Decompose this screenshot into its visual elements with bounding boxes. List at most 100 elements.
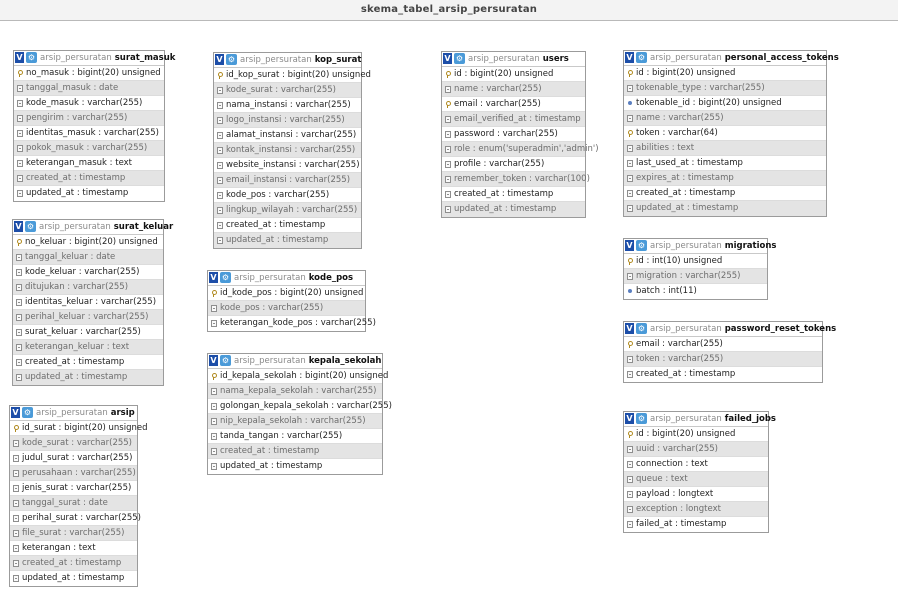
- field-row[interactable]: token : varchar(64): [624, 126, 826, 141]
- field-row[interactable]: perihal_surat : varchar(255): [10, 511, 141, 526]
- options-gear-icon[interactable]: ⚙: [220, 355, 231, 366]
- options-gear-icon[interactable]: ⚙: [636, 413, 647, 424]
- field-row[interactable]: exception : longtext: [624, 502, 768, 517]
- field-row[interactable]: name : varchar(255): [442, 82, 585, 97]
- field-row[interactable]: surat_keluar : varchar(255): [13, 325, 163, 340]
- field-row[interactable]: id_kop_surat : bigint(20) unsigned: [214, 68, 371, 83]
- toggle-icon[interactable]: V: [625, 413, 634, 424]
- field-row[interactable]: updated_at : timestamp: [208, 459, 382, 474]
- options-gear-icon[interactable]: ⚙: [26, 52, 37, 63]
- field-row[interactable]: updated_at : timestamp: [624, 201, 826, 216]
- field-row[interactable]: id : bigint(20) unsigned: [442, 67, 585, 82]
- field-row[interactable]: id : int(10) unsigned: [624, 254, 767, 269]
- toggle-icon[interactable]: V: [443, 53, 452, 64]
- toggle-icon[interactable]: V: [209, 272, 218, 283]
- field-row[interactable]: kode_pos : varchar(255): [208, 301, 365, 316]
- field-row[interactable]: perihal_keluar : varchar(255): [13, 310, 163, 325]
- field-row[interactable]: batch : int(11): [624, 284, 767, 299]
- field-row[interactable]: keterangan : text: [10, 541, 137, 556]
- toggle-icon[interactable]: V: [15, 52, 24, 63]
- options-gear-icon[interactable]: ⚙: [220, 272, 231, 283]
- field-row[interactable]: created_at : timestamp: [10, 556, 137, 571]
- toggle-icon[interactable]: V: [215, 54, 224, 65]
- field-row[interactable]: file_surat : varchar(255): [10, 526, 137, 541]
- field-row[interactable]: kode_pos : varchar(255): [214, 188, 361, 203]
- field-row[interactable]: tanda_tangan : varchar(255): [208, 429, 382, 444]
- field-row[interactable]: updated_at : timestamp: [14, 186, 164, 201]
- field-row[interactable]: identitas_masuk : varchar(255): [14, 126, 164, 141]
- field-row[interactable]: updated_at : timestamp: [442, 202, 585, 217]
- field-row[interactable]: logo_instansi : varchar(255): [214, 113, 361, 128]
- field-row[interactable]: keterangan_masuk : text: [14, 156, 164, 171]
- field-row[interactable]: id : bigint(20) unsigned: [624, 66, 826, 81]
- field-row[interactable]: expires_at : timestamp: [624, 171, 826, 186]
- options-gear-icon[interactable]: ⚙: [454, 53, 465, 64]
- field-row[interactable]: password : varchar(255): [442, 127, 585, 142]
- field-row[interactable]: alamat_instansi : varchar(255): [214, 128, 361, 143]
- field-row[interactable]: updated_at : timestamp: [10, 571, 137, 586]
- field-row[interactable]: created_at : timestamp: [208, 444, 382, 459]
- toggle-icon[interactable]: V: [11, 407, 20, 418]
- field-row[interactable]: jenis_surat : varchar(255): [10, 481, 137, 496]
- field-row[interactable]: perusahaan : varchar(255): [10, 466, 137, 481]
- field-row[interactable]: tokenable_type : varchar(255): [624, 81, 826, 96]
- field-row[interactable]: remember_token : varchar(100): [442, 172, 590, 187]
- field-row[interactable]: token : varchar(255): [624, 352, 822, 367]
- field-row[interactable]: website_instansi : varchar(255): [214, 158, 361, 173]
- field-row[interactable]: profile : varchar(255): [442, 157, 585, 172]
- options-gear-icon[interactable]: ⚙: [636, 240, 647, 251]
- toggle-icon[interactable]: V: [625, 240, 634, 251]
- field-row[interactable]: name : varchar(255): [624, 111, 826, 126]
- field-row[interactable]: migration : varchar(255): [624, 269, 767, 284]
- field-row[interactable]: no_masuk : bigint(20) unsigned: [14, 66, 164, 81]
- toggle-icon[interactable]: V: [625, 52, 634, 63]
- field-row[interactable]: kode_masuk : varchar(255): [14, 96, 164, 111]
- field-row[interactable]: kode_keluar : varchar(255): [13, 265, 163, 280]
- options-gear-icon[interactable]: ⚙: [636, 52, 647, 63]
- field-row[interactable]: uuid : varchar(255): [624, 442, 768, 457]
- field-row[interactable]: nama_kepala_sekolah : varchar(255): [208, 384, 382, 399]
- field-row[interactable]: lingkup_wilayah : varchar(255): [214, 203, 361, 218]
- field-row[interactable]: email_verified_at : timestamp: [442, 112, 585, 127]
- field-row[interactable]: judul_surat : varchar(255): [10, 451, 137, 466]
- field-row[interactable]: connection : text: [624, 457, 768, 472]
- options-gear-icon[interactable]: ⚙: [22, 407, 33, 418]
- toggle-icon[interactable]: V: [209, 355, 218, 366]
- field-row[interactable]: created_at : timestamp: [14, 171, 164, 186]
- field-row[interactable]: queue : text: [624, 472, 768, 487]
- field-row[interactable]: ditujukan : varchar(255): [13, 280, 163, 295]
- field-row[interactable]: tanggal_surat : date: [10, 496, 137, 511]
- field-row[interactable]: created_at : timestamp: [214, 218, 361, 233]
- field-row[interactable]: keterangan_kode_pos : varchar(255): [208, 316, 376, 331]
- field-row[interactable]: id : bigint(20) unsigned: [624, 427, 768, 442]
- field-row[interactable]: identitas_keluar : varchar(255): [13, 295, 163, 310]
- options-gear-icon[interactable]: ⚙: [636, 323, 647, 334]
- field-row[interactable]: created_at : timestamp: [442, 187, 585, 202]
- field-row[interactable]: pengirim : varchar(255): [14, 111, 164, 126]
- field-row[interactable]: kode_surat : varchar(255): [10, 436, 137, 451]
- field-row[interactable]: kode_surat : varchar(255): [214, 83, 361, 98]
- toggle-icon[interactable]: V: [14, 221, 23, 232]
- field-row[interactable]: updated_at : timestamp: [214, 233, 361, 248]
- field-row[interactable]: last_used_at : timestamp: [624, 156, 826, 171]
